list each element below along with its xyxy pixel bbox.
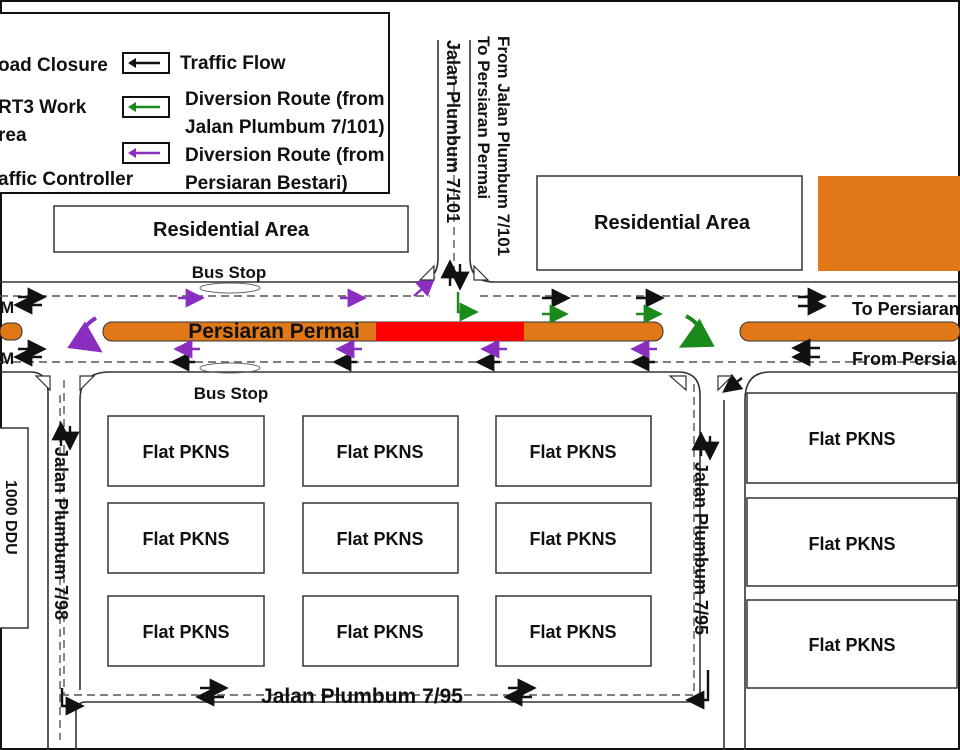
persiaran-permai-label: Persiaran Permai [188, 320, 360, 343]
flat-label: Flat PKNS [529, 442, 616, 462]
legend-diversion-bestari-line1: Diversion Route (from [185, 145, 385, 166]
flat-label: Flat PKNS [142, 529, 229, 549]
residential-area-right [536, 175, 803, 271]
flat-label: Flat PKNS [808, 635, 895, 655]
traffic-flow-arrow-icon [128, 58, 160, 68]
legend-diversion-plumbum-line1: Diversion Route (from [185, 89, 385, 110]
flat-label: Flat PKNS [142, 442, 229, 462]
flat-label: Flat PKNS [529, 529, 616, 549]
legend-traffic-controller: affic Controller [0, 169, 134, 190]
flat-label: Flat PKNS [336, 622, 423, 642]
legend-road-closure: oad Closure [0, 55, 108, 76]
from-persiaran-label: From Persia [852, 349, 957, 369]
traffic-flow-arrows [13, 259, 827, 716]
legend-diversion-plumbum-swatch [122, 96, 170, 118]
left-edge-bottom-label: M [0, 349, 14, 368]
legend-diversion-bestari-line2: Persiaran Bestari) [185, 173, 348, 194]
legend-diversion-bestari-swatch [122, 142, 170, 164]
residential-area-left [53, 205, 409, 253]
lrt-strip-right [739, 321, 960, 342]
lrt-strip-left-stub [0, 322, 23, 341]
flat-label: Flat PKNS [529, 622, 616, 642]
flat-label: Flat PKNS [336, 529, 423, 549]
residential-area-left-label: Residential Area [153, 219, 310, 241]
legend-traffic-flow: Traffic Flow [180, 53, 286, 74]
jalan-plumbum-7-98-label: Jalan Plumbum 7/98 [51, 447, 71, 620]
road-closure-segment [376, 322, 524, 341]
from-plumbum-line2: To Persiaran Permai [474, 36, 493, 199]
residential-area-right-label: Residential Area [594, 212, 751, 234]
legend-diversion-plumbum-line2: Jalan Plumbum 7/101) [185, 117, 385, 138]
lrt-work-area-block [818, 176, 960, 271]
partial-left-block-label: 1000 DDU [2, 480, 19, 555]
jalan-plumbum-7-101-label: Jalan Plumbum 7/101 [443, 40, 463, 223]
traffic-islands [34, 264, 734, 392]
flat-label: Flat PKNS [336, 442, 423, 462]
bus-stop-bottom-label: Bus Stop [194, 384, 269, 403]
diversion-plumbum-arrows [456, 292, 715, 348]
from-plumbum-line1: From Jalan Plumbum 7/101 [494, 36, 513, 256]
green-arrow-icon [128, 102, 160, 112]
partial-left-block [0, 427, 29, 629]
jalan-plumbum-7-95-vertical-label: Jalan Plumbum 7/95 [691, 462, 711, 635]
flat-blocks [107, 392, 958, 689]
jalan-plumbum-7-95-bottom-label: Jalan Plumbum 7/95 [261, 685, 463, 708]
flat-label: Flat PKNS [808, 534, 895, 554]
legend-traffic-flow-swatch [122, 52, 170, 74]
bus-stop-top-bay [199, 282, 261, 294]
purple-arrow-icon [128, 148, 160, 158]
to-persiaran-label: To Persiaran [852, 299, 960, 319]
left-edge-top-label: M [0, 298, 14, 317]
flat-labels: Flat PKNS Flat PKNS Flat PKNS Flat PKNS … [142, 429, 895, 655]
flat-label: Flat PKNS [808, 429, 895, 449]
bus-stop-top-label: Bus Stop [192, 263, 267, 282]
diversion-bestari-arrows [67, 276, 657, 359]
bus-stop-bottom-bay [199, 362, 261, 374]
legend-lrt3-line2: rea [0, 125, 27, 146]
legend: oad Closure RT3 Work rea affic Controlle… [0, 12, 390, 194]
flat-label: Flat PKNS [142, 622, 229, 642]
legend-lrt3-line1: RT3 Work [0, 97, 87, 118]
